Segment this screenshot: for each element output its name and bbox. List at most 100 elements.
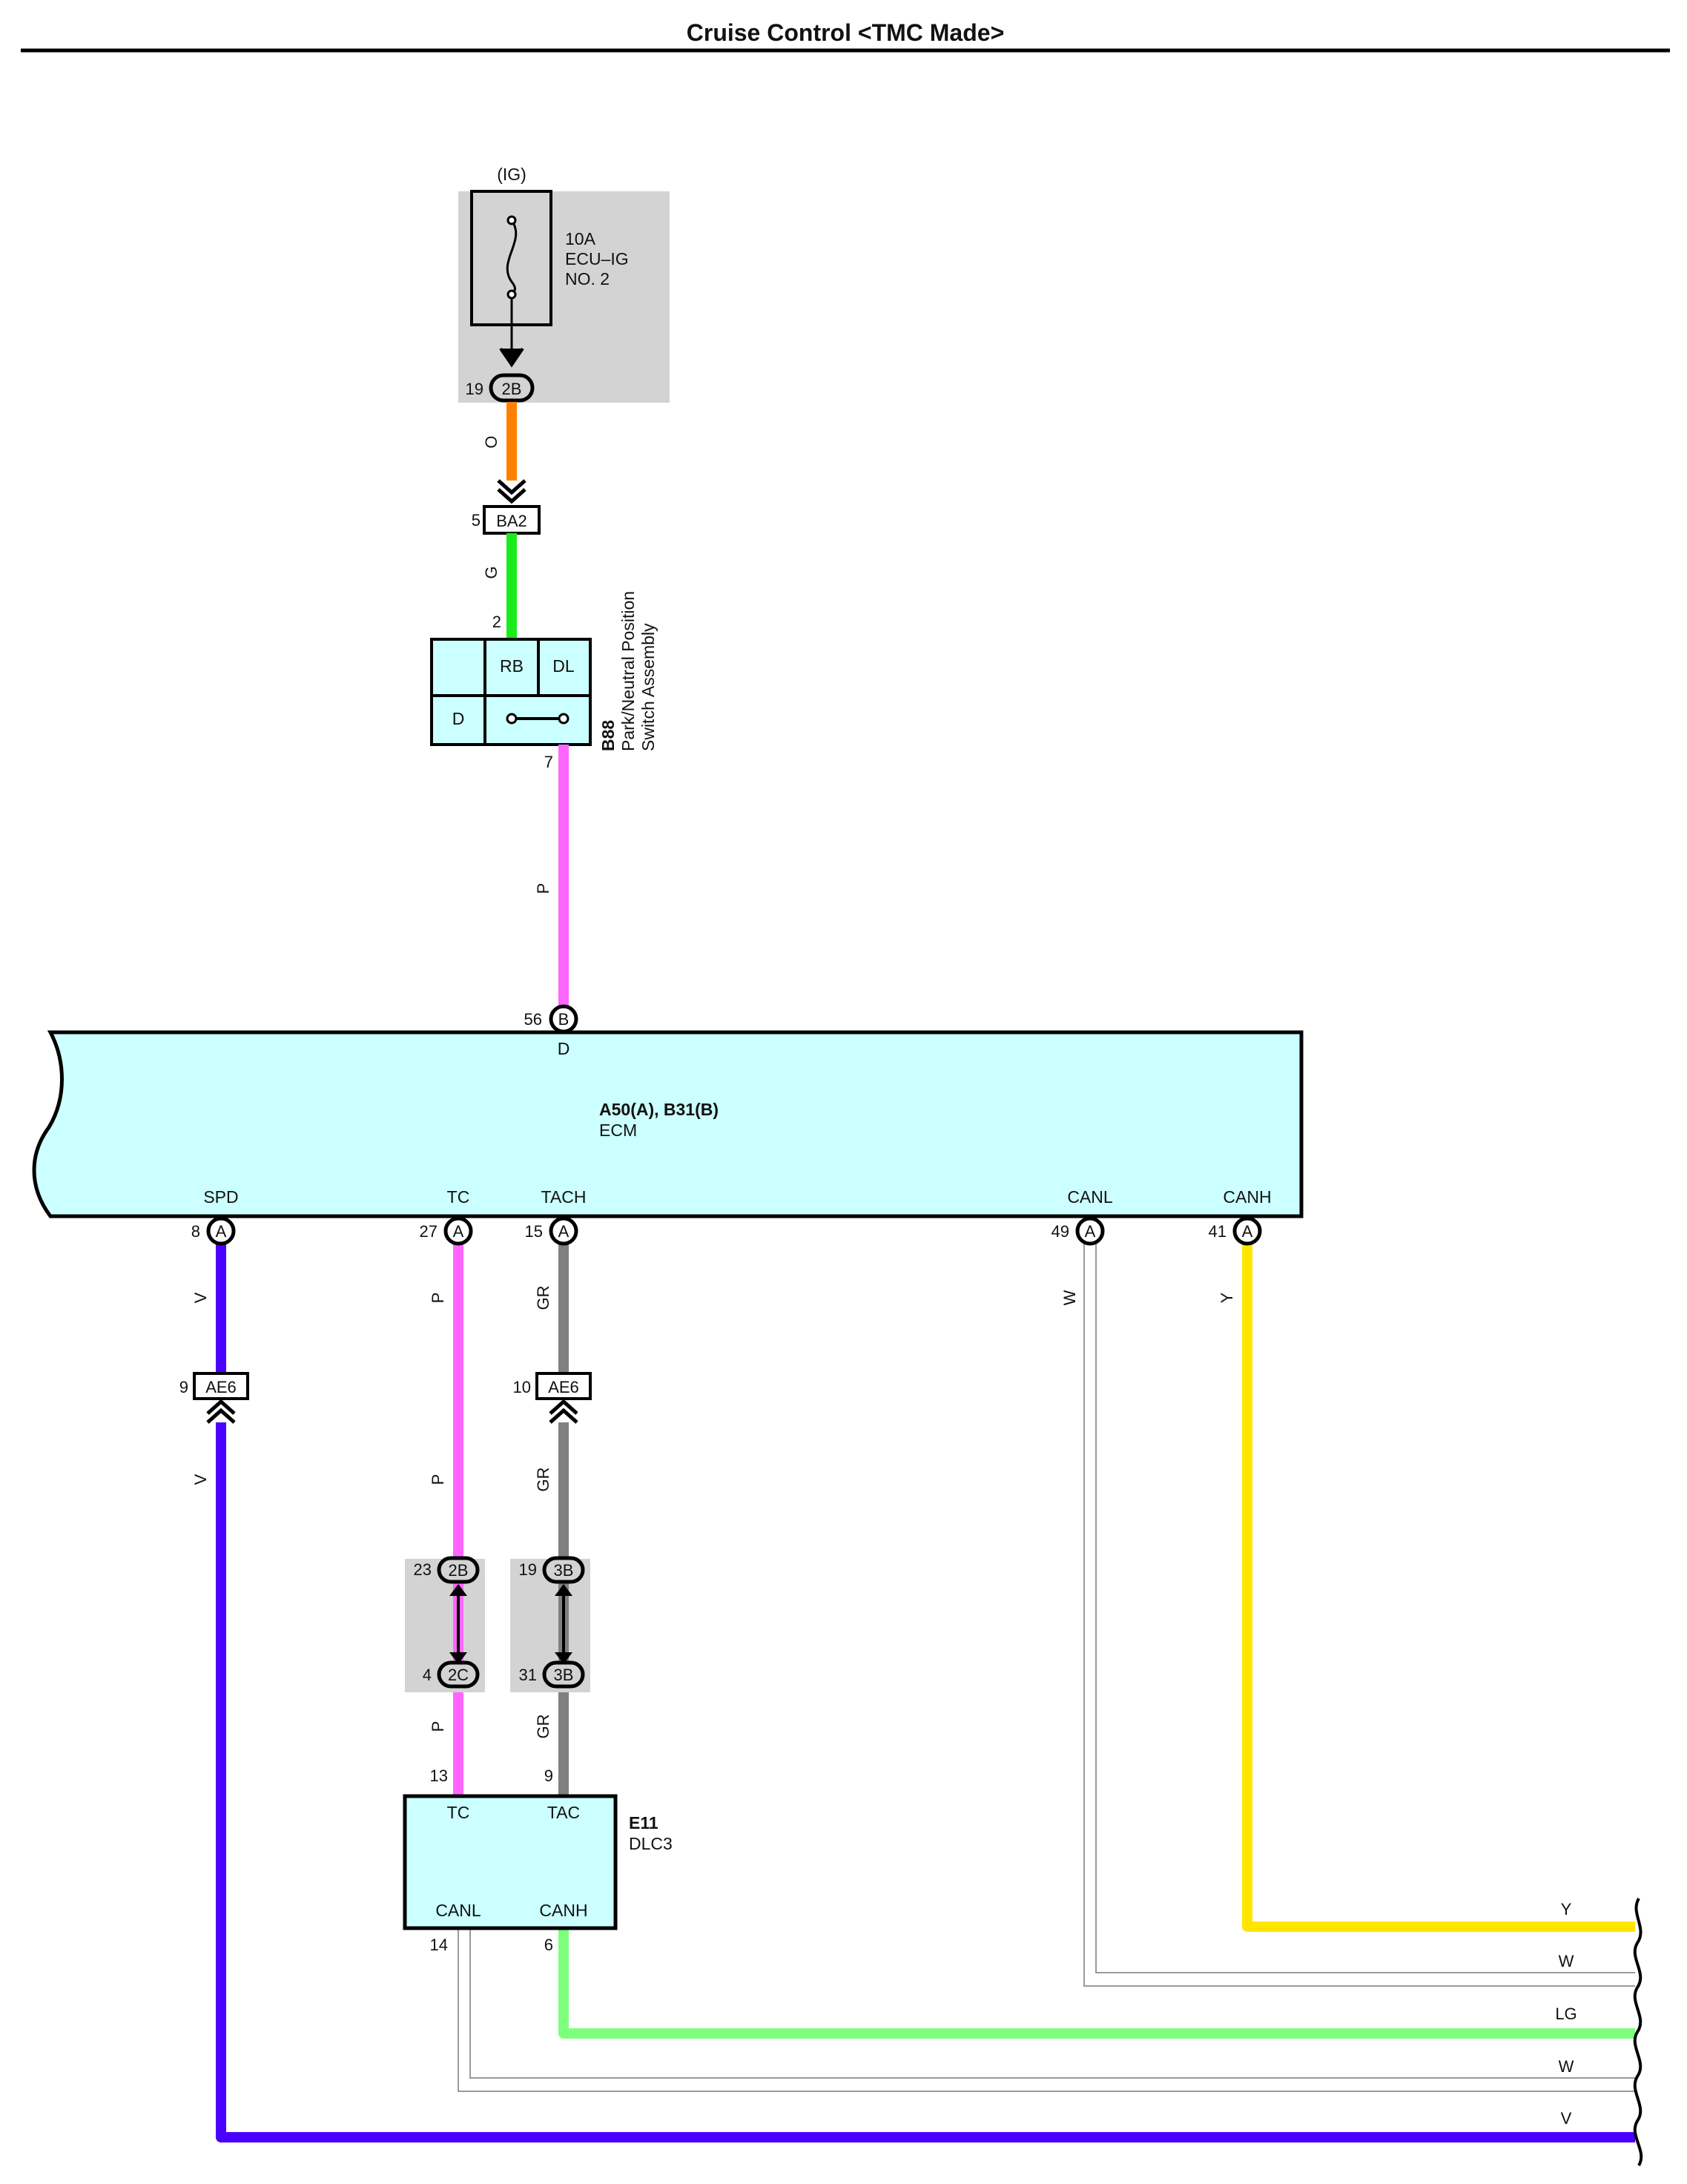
junction-tach-top-oval	[542, 1556, 585, 1584]
junction-tc-top-pin: 23	[414, 1560, 432, 1579]
output-label-w2: W	[1559, 2057, 1574, 2076]
pin-tc-connector: A	[453, 1222, 464, 1241]
ecm-terminal-canl: CANL	[1067, 1187, 1113, 1207]
pin-spd-circle	[206, 1216, 236, 1246]
ae6-tach-pin: 10	[513, 1378, 531, 1396]
wire-label-spd-lower: V	[191, 1474, 210, 1485]
ae6-tach-label: AE6	[548, 1378, 579, 1396]
junction-tc-top-oval	[437, 1556, 480, 1584]
wire-label-tc-mid: P	[429, 1474, 447, 1485]
pin-canh-circle	[1232, 1216, 1262, 1246]
pin-spd-number: 8	[191, 1222, 200, 1241]
ae6-spd-label: AE6	[205, 1378, 237, 1396]
wire-label-tach-upper: GR	[534, 1286, 552, 1310]
pnp-id: B88	[598, 720, 618, 751]
wire-label-tach-lower: GR	[534, 1715, 552, 1739]
dlc3-name: DLC3	[629, 1834, 673, 1853]
output-label-v: V	[1561, 2109, 1572, 2128]
wire-spd-lower	[216, 1422, 1635, 2142]
fuse-arrow-icon	[499, 347, 524, 368]
wire-label-green: G	[482, 566, 501, 578]
dlc3-box	[403, 1794, 618, 1930]
ae6-tach-chevron-icon	[549, 1399, 578, 1424]
ba2-chevron-icon	[497, 479, 526, 504]
junction-tc-bottom-conn: 2C	[448, 1666, 469, 1684]
pin-tach-circle	[549, 1216, 578, 1246]
pnp-pin-out: 7	[544, 753, 553, 771]
pnp-cell-d: D	[452, 709, 465, 728]
junction-tach-bottom-conn: 3B	[554, 1666, 574, 1684]
fuse-name-line2: NO. 2	[565, 269, 610, 288]
output-label-y: Y	[1561, 1900, 1572, 1919]
junction-tach-top-pin: 19	[519, 1560, 537, 1579]
wire-label-tc-upper: P	[429, 1293, 447, 1304]
ae6-spd-pin: 9	[179, 1378, 188, 1396]
wire-label-canh: Y	[1218, 1292, 1236, 1303]
wire-label-spd-upper: V	[191, 1292, 210, 1303]
dlc3-tac-pin: 9	[544, 1766, 553, 1785]
fuse-connector-oval	[489, 373, 535, 403]
pnp-name-line2: Switch Assembly	[638, 623, 658, 751]
pin-spd-connector: A	[216, 1222, 227, 1241]
pnp-cell-rb: RB	[500, 656, 524, 676]
junction-tc-bottom-oval	[437, 1660, 480, 1689]
fuse-source-label: (IG)	[497, 165, 526, 184]
ecm-top-pin-number: 56	[524, 1010, 542, 1029]
wire-label-tach-mid: GR	[534, 1468, 552, 1492]
wire-label-switch-out: P	[534, 883, 552, 894]
dlc3-tc-pin: 13	[430, 1766, 448, 1785]
pin-tach-number: 15	[525, 1222, 543, 1241]
ae6-tach-connector	[535, 1372, 592, 1400]
wire-canl-dlc3-outer	[458, 1928, 1635, 2092]
junction-tach-top-conn: 3B	[554, 1561, 574, 1580]
fuse-terminal-bottom	[506, 289, 517, 300]
wire-label-canl: W	[1060, 1290, 1079, 1305]
output-label-w1: W	[1559, 1952, 1574, 1970]
ba2-label: BA2	[496, 512, 527, 530]
ecm-terminal-tc: TC	[447, 1187, 470, 1207]
page-title: Cruise Control <TMC Made>	[687, 19, 1005, 46]
fuse-connector-label: 2B	[502, 380, 522, 398]
continuation-break-icon	[1633, 1897, 1643, 2167]
wire-canl-ecm-outer	[1083, 1230, 1635, 1987]
fuse-pin-number: 19	[466, 380, 483, 398]
pin-canh-connector: A	[1242, 1222, 1253, 1241]
fuse-junction-block	[458, 191, 670, 403]
junction-tach-bottom-oval	[542, 1660, 585, 1689]
dlc3-canh-pin: 6	[544, 1936, 553, 1954]
junction-tc-bottom-pin: 4	[423, 1666, 432, 1684]
pin-canh-number: 41	[1209, 1222, 1227, 1241]
pin-canl-number: 49	[1052, 1222, 1069, 1241]
ecm-top-terminal: D	[558, 1039, 570, 1058]
dlc3-canl-label: CANL	[435, 1901, 481, 1920]
dlc3-tac-label: TAC	[547, 1803, 580, 1822]
junction-tach-bottom-pin: 31	[519, 1666, 537, 1684]
ecm-terminal-canh: CANH	[1223, 1187, 1271, 1207]
fuse-name-line1: ECU–IG	[565, 249, 629, 268]
pin-tc-circle	[443, 1216, 473, 1246]
ba2-connector	[483, 505, 541, 535]
pnp-cell-dl: DL	[552, 656, 575, 676]
ecm-terminal-spd: SPD	[203, 1187, 238, 1207]
wire-canl-dlc3-inner	[469, 1928, 1635, 2079]
wire-canh-dlc3	[558, 1928, 1635, 2039]
fuse-rating: 10A	[565, 229, 596, 248]
ae6-spd-connector	[193, 1372, 249, 1400]
ecm-terminal-tach: TACH	[541, 1187, 587, 1207]
ecm-connectors: A50(A), B31(B)	[599, 1100, 719, 1119]
pnp-contact-right-icon	[558, 713, 570, 725]
dlc3-tc-label: TC	[447, 1803, 470, 1822]
ecm-box	[32, 1030, 1304, 1218]
junction-tc-top-conn: 2B	[449, 1561, 469, 1580]
dlc3-canh-label: CANH	[539, 1901, 587, 1920]
ba2-pin-number: 5	[472, 511, 481, 529]
pin-tach-connector: A	[558, 1222, 570, 1241]
wire-label-tc-lower: P	[429, 1721, 447, 1732]
pnp-contact-left-icon	[506, 713, 518, 725]
fuse-terminal-top	[506, 215, 517, 225]
dlc3-canl-pin: 14	[430, 1936, 448, 1954]
wire-canh-ecm	[1242, 1230, 1635, 1932]
ae6-spd-chevron-icon	[206, 1399, 236, 1424]
pnp-switch-box	[430, 638, 592, 746]
